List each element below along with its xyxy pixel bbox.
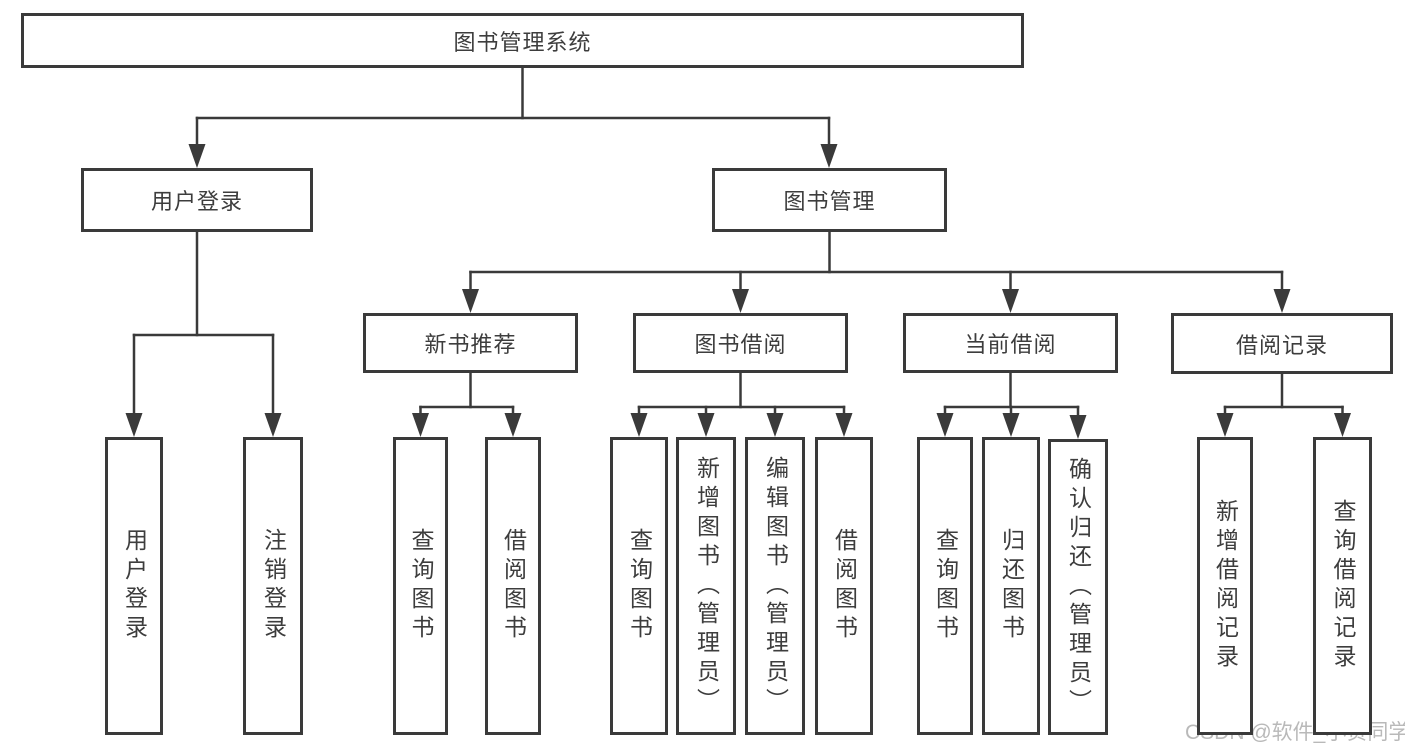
node-leaf-query-book-3: 查询图书	[917, 437, 973, 735]
node-label-leaf-borrow-book-1: 借阅图书	[500, 528, 527, 644]
arrowhead-down-icon	[1216, 413, 1234, 437]
node-label-leaf-add-record: 新增借阅记录	[1212, 499, 1239, 673]
node-label-leaf-return-book: 归还图书	[998, 528, 1025, 644]
node-label-leaf-query-book-3: 查询图书	[932, 528, 959, 644]
arrowhead-down-icon	[835, 413, 853, 437]
node-leaf-borrow-book-1: 借阅图书	[485, 437, 541, 735]
node-label-leaf-query-book-2: 查询图书	[626, 528, 653, 644]
node-label-user-login: 用户登录	[150, 189, 243, 214]
arrowhead-down-icon	[1002, 289, 1019, 313]
node-label-leaf-confirm-return: 确认归还（管理员）	[1065, 456, 1092, 718]
arrowhead-down-icon	[188, 144, 206, 168]
node-label-root-system: 图书管理系统	[453, 29, 592, 55]
node-user-login: 用户登录	[81, 168, 313, 232]
node-label-current-borrowing: 当前借阅	[964, 332, 1057, 357]
node-label-book-borrowing: 图书借阅	[694, 332, 787, 357]
node-book-borrowing: 图书借阅	[633, 313, 848, 373]
arrowhead-down-icon	[264, 413, 282, 437]
arrowhead-down-icon	[125, 413, 143, 437]
arrowhead-down-icon	[504, 413, 522, 437]
arrowhead-down-icon	[697, 413, 715, 437]
node-leaf-edit-book: 编辑图书（管理员）	[745, 437, 805, 735]
node-label-leaf-logout: 注销登录	[260, 528, 287, 644]
node-label-new-book-recommend: 新书推荐	[424, 332, 517, 357]
node-leaf-logout: 注销登录	[243, 437, 303, 735]
arrowhead-down-icon	[1069, 415, 1087, 439]
node-borrowing-records: 借阅记录	[1171, 313, 1393, 374]
node-leaf-add-book: 新增图书（管理员）	[676, 437, 736, 735]
node-root-system: 图书管理系统	[21, 13, 1024, 68]
arrowhead-down-icon	[766, 413, 784, 437]
node-label-leaf-user-login: 用户登录	[121, 528, 148, 644]
node-leaf-user-login: 用户登录	[105, 437, 163, 735]
arrowhead-down-icon	[412, 413, 429, 437]
node-label-leaf-borrow-book-2: 借阅图书	[831, 528, 858, 644]
arrowhead-down-icon	[820, 144, 838, 168]
node-label-borrowing-records: 借阅记录	[1235, 332, 1328, 358]
node-leaf-borrow-book-2: 借阅图书	[815, 437, 873, 735]
node-leaf-query-book-1: 查询图书	[393, 437, 448, 735]
node-label-leaf-edit-book: 编辑图书（管理员）	[762, 455, 789, 717]
arrowhead-down-icon	[1002, 413, 1020, 437]
arrowhead-down-icon	[630, 413, 648, 437]
node-label-leaf-add-book: 新增图书（管理员）	[693, 455, 720, 717]
arrowhead-down-icon	[1334, 413, 1351, 437]
node-label-leaf-query-record: 查询借阅记录	[1330, 499, 1356, 673]
arrowhead-down-icon	[936, 413, 954, 437]
node-book-management: 图书管理	[712, 168, 947, 232]
node-leaf-add-record: 新增借阅记录	[1197, 437, 1253, 735]
node-leaf-return-book: 归还图书	[982, 437, 1040, 735]
node-label-leaf-query-book-1: 查询图书	[408, 528, 434, 644]
node-label-book-management: 图书管理	[783, 189, 876, 214]
node-current-borrowing: 当前借阅	[903, 313, 1118, 373]
node-leaf-query-record: 查询借阅记录	[1313, 437, 1372, 735]
arrowhead-down-icon	[462, 289, 479, 313]
node-new-book-recommend: 新书推荐	[363, 313, 578, 373]
arrowhead-down-icon	[1273, 289, 1291, 313]
arrowhead-down-icon	[732, 289, 749, 313]
node-leaf-confirm-return: 确认归还（管理员）	[1048, 439, 1108, 735]
node-leaf-query-book-2: 查询图书	[610, 437, 668, 735]
